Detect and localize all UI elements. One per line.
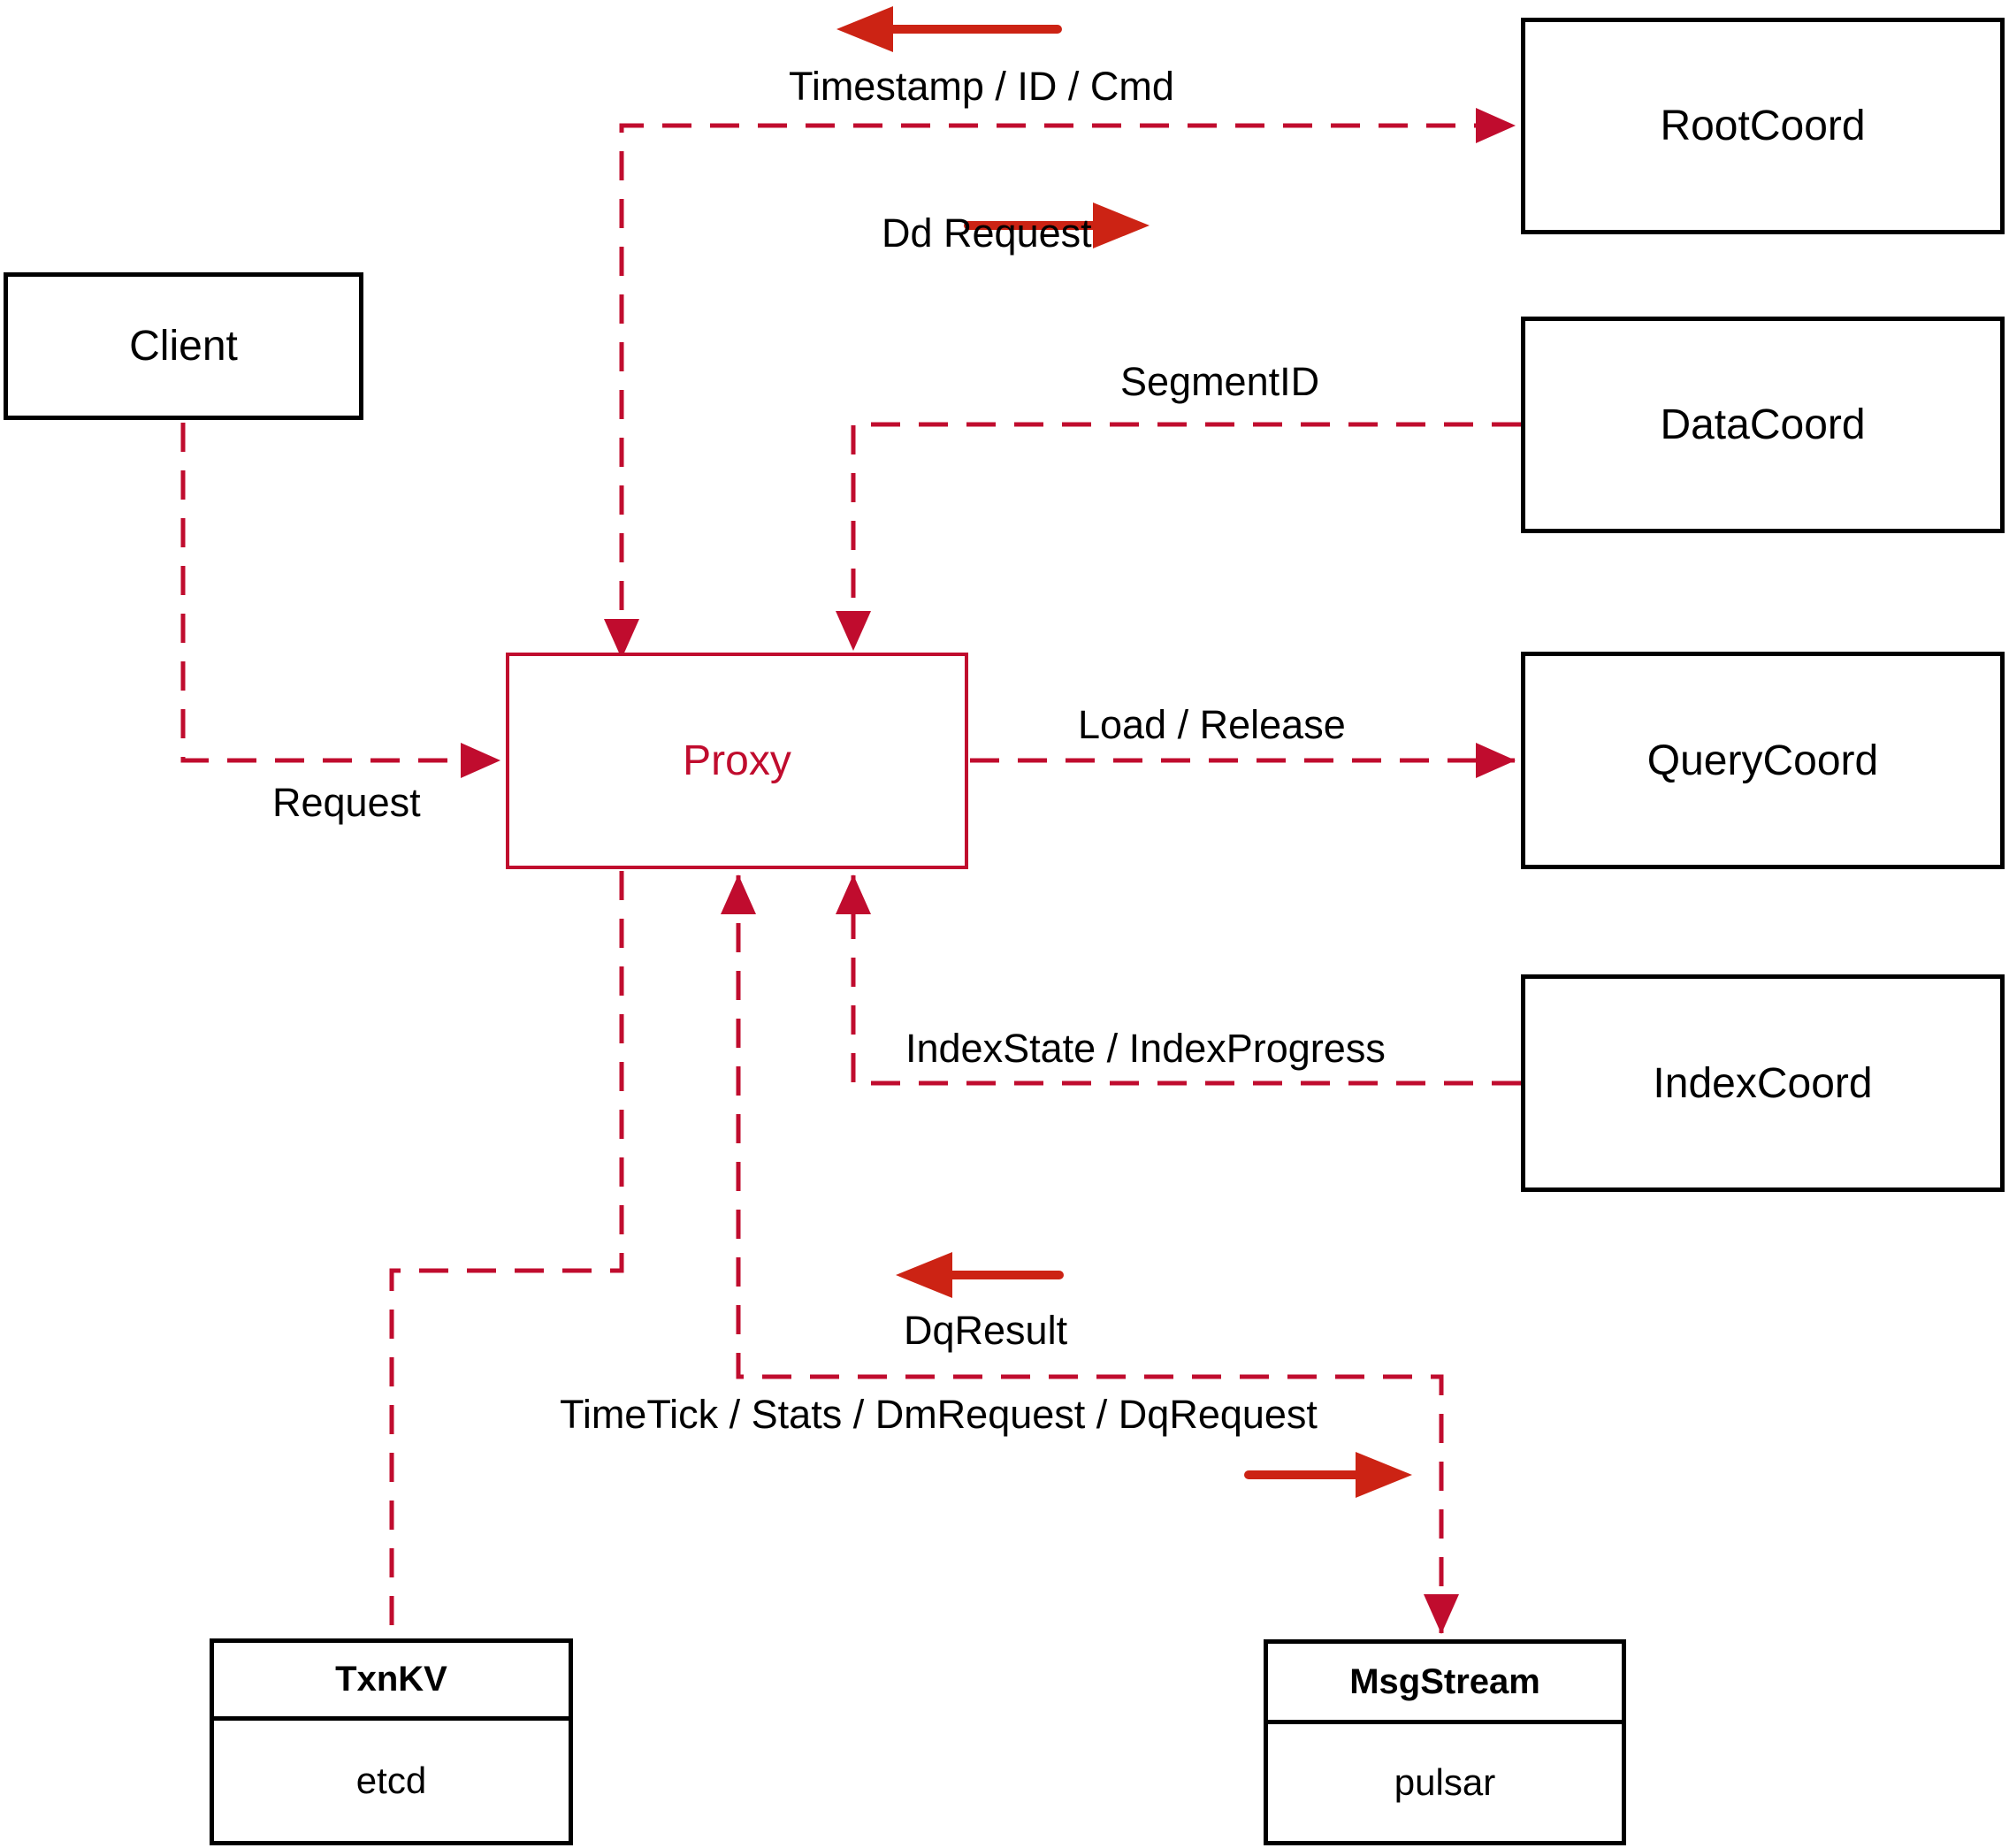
rootcoord-label: RootCoord	[1660, 103, 1866, 149]
index-state-edge-label: IndexState / IndexProgress	[905, 1026, 1386, 1071]
txnkv-title: TxnKV	[214, 1643, 569, 1721]
edge-proxy-msgstream	[721, 874, 1459, 1634]
querycoord-label: QueryCoord	[1646, 737, 1879, 784]
txnkv-impl: etcd	[355, 1760, 427, 1801]
datacoord-node: DataCoord	[1521, 317, 2005, 533]
request-edge-label: Request	[272, 780, 421, 825]
timestamp-edge-label: Timestamp / ID / Cmd	[789, 64, 1174, 109]
timestamp-direction-arrow	[836, 6, 1062, 52]
edge-proxy-txnkv	[389, 871, 624, 1637]
querycoord-node: QueryCoord	[1521, 652, 2005, 869]
dq-result-edge-label: DqResult	[904, 1308, 1068, 1353]
client-label: Client	[129, 323, 238, 370]
msgstream-title: MsgStream	[1268, 1644, 1622, 1724]
segment-id-edge-label: SegmentID	[1120, 359, 1320, 404]
dd-request-edge-label: Dd Request	[882, 210, 1092, 256]
dd-request-direction-arrow	[964, 202, 1150, 248]
dq-result-direction-arrow	[896, 1252, 1064, 1298]
msgstream-node: MsgStream pulsar	[1264, 1639, 1626, 1845]
load-release-edge-label: Load / Release	[1078, 702, 1346, 747]
edge-proxy-rootcoord	[604, 108, 1516, 659]
time-tick-edge-label: TimeTick / Stats / DmRequest / DqRequest	[560, 1392, 1318, 1437]
txnkv-node: TxnKV etcd	[210, 1638, 573, 1845]
rootcoord-node: RootCoord	[1521, 18, 2005, 234]
proxy-label: Proxy	[683, 737, 791, 784]
indexcoord-node: IndexCoord	[1521, 974, 2005, 1192]
datacoord-label: DataCoord	[1660, 401, 1866, 448]
msgstream-impl: pulsar	[1394, 1761, 1496, 1803]
edge-datacoord-proxy	[836, 422, 1521, 651]
time-tick-direction-arrow	[1244, 1452, 1412, 1498]
edge-client-proxy	[180, 423, 500, 778]
indexcoord-label: IndexCoord	[1653, 1059, 1873, 1107]
proxy-node: Proxy	[506, 653, 968, 869]
client-node: Client	[4, 272, 363, 420]
